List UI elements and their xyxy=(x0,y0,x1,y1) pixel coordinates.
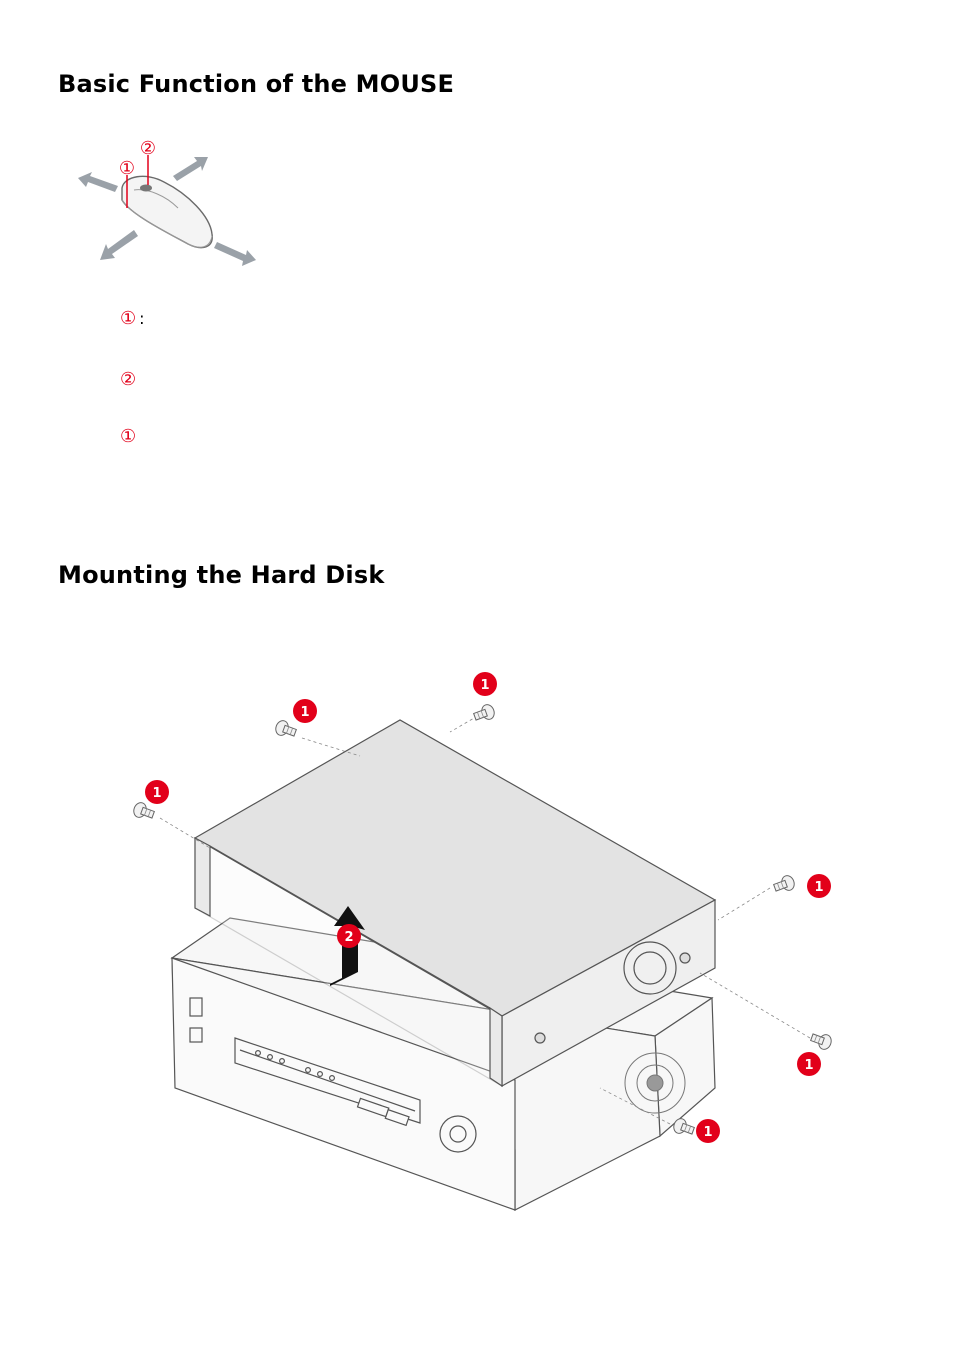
callout-screw: 1 xyxy=(703,1125,712,1140)
callout-scroll-wheel: ② xyxy=(140,138,156,159)
callout-screw: 1 xyxy=(804,1058,813,1073)
arrow-down-left-icon xyxy=(100,230,138,260)
section-heading-hdd: Mounting the Hard Disk xyxy=(58,561,385,589)
hdd-mounting-illustration: 1 1 1 1 1 1 2 xyxy=(131,672,834,1211)
legend-item-left-button: ①: xyxy=(120,308,145,329)
callout-screw: 1 xyxy=(814,880,823,895)
callout-screw: 1 xyxy=(152,786,161,801)
arrow-up-right-icon xyxy=(173,157,208,181)
legend-separator: : xyxy=(139,309,145,328)
legend-item-left-button-double: ① xyxy=(120,426,136,447)
mouse-illustration: ① ② xyxy=(78,138,256,266)
legend-item-scroll-wheel: ② xyxy=(120,369,136,390)
screw-icon xyxy=(771,873,797,896)
screw-icon xyxy=(273,718,299,741)
scroll-wheel xyxy=(140,184,152,192)
section-heading-mouse: Basic Function of the MOUSE xyxy=(58,70,455,98)
screw-icon xyxy=(471,702,497,725)
arrow-up-left-icon xyxy=(78,172,118,192)
screw-icon xyxy=(808,1029,834,1052)
screw-icon xyxy=(131,800,157,823)
legend-marker: ① xyxy=(120,426,137,447)
callout-screw: 1 xyxy=(480,678,489,693)
legend-marker: ② xyxy=(120,369,137,390)
dvr-front-panel xyxy=(171,957,516,1211)
callout-left-button: ① xyxy=(119,158,135,179)
legend-marker: ① xyxy=(120,308,137,329)
callout-lift-cover: 2 xyxy=(344,930,353,945)
rear-fan xyxy=(624,1052,686,1114)
callout-screw: 1 xyxy=(300,705,309,720)
arrow-down-right-icon xyxy=(214,242,256,266)
